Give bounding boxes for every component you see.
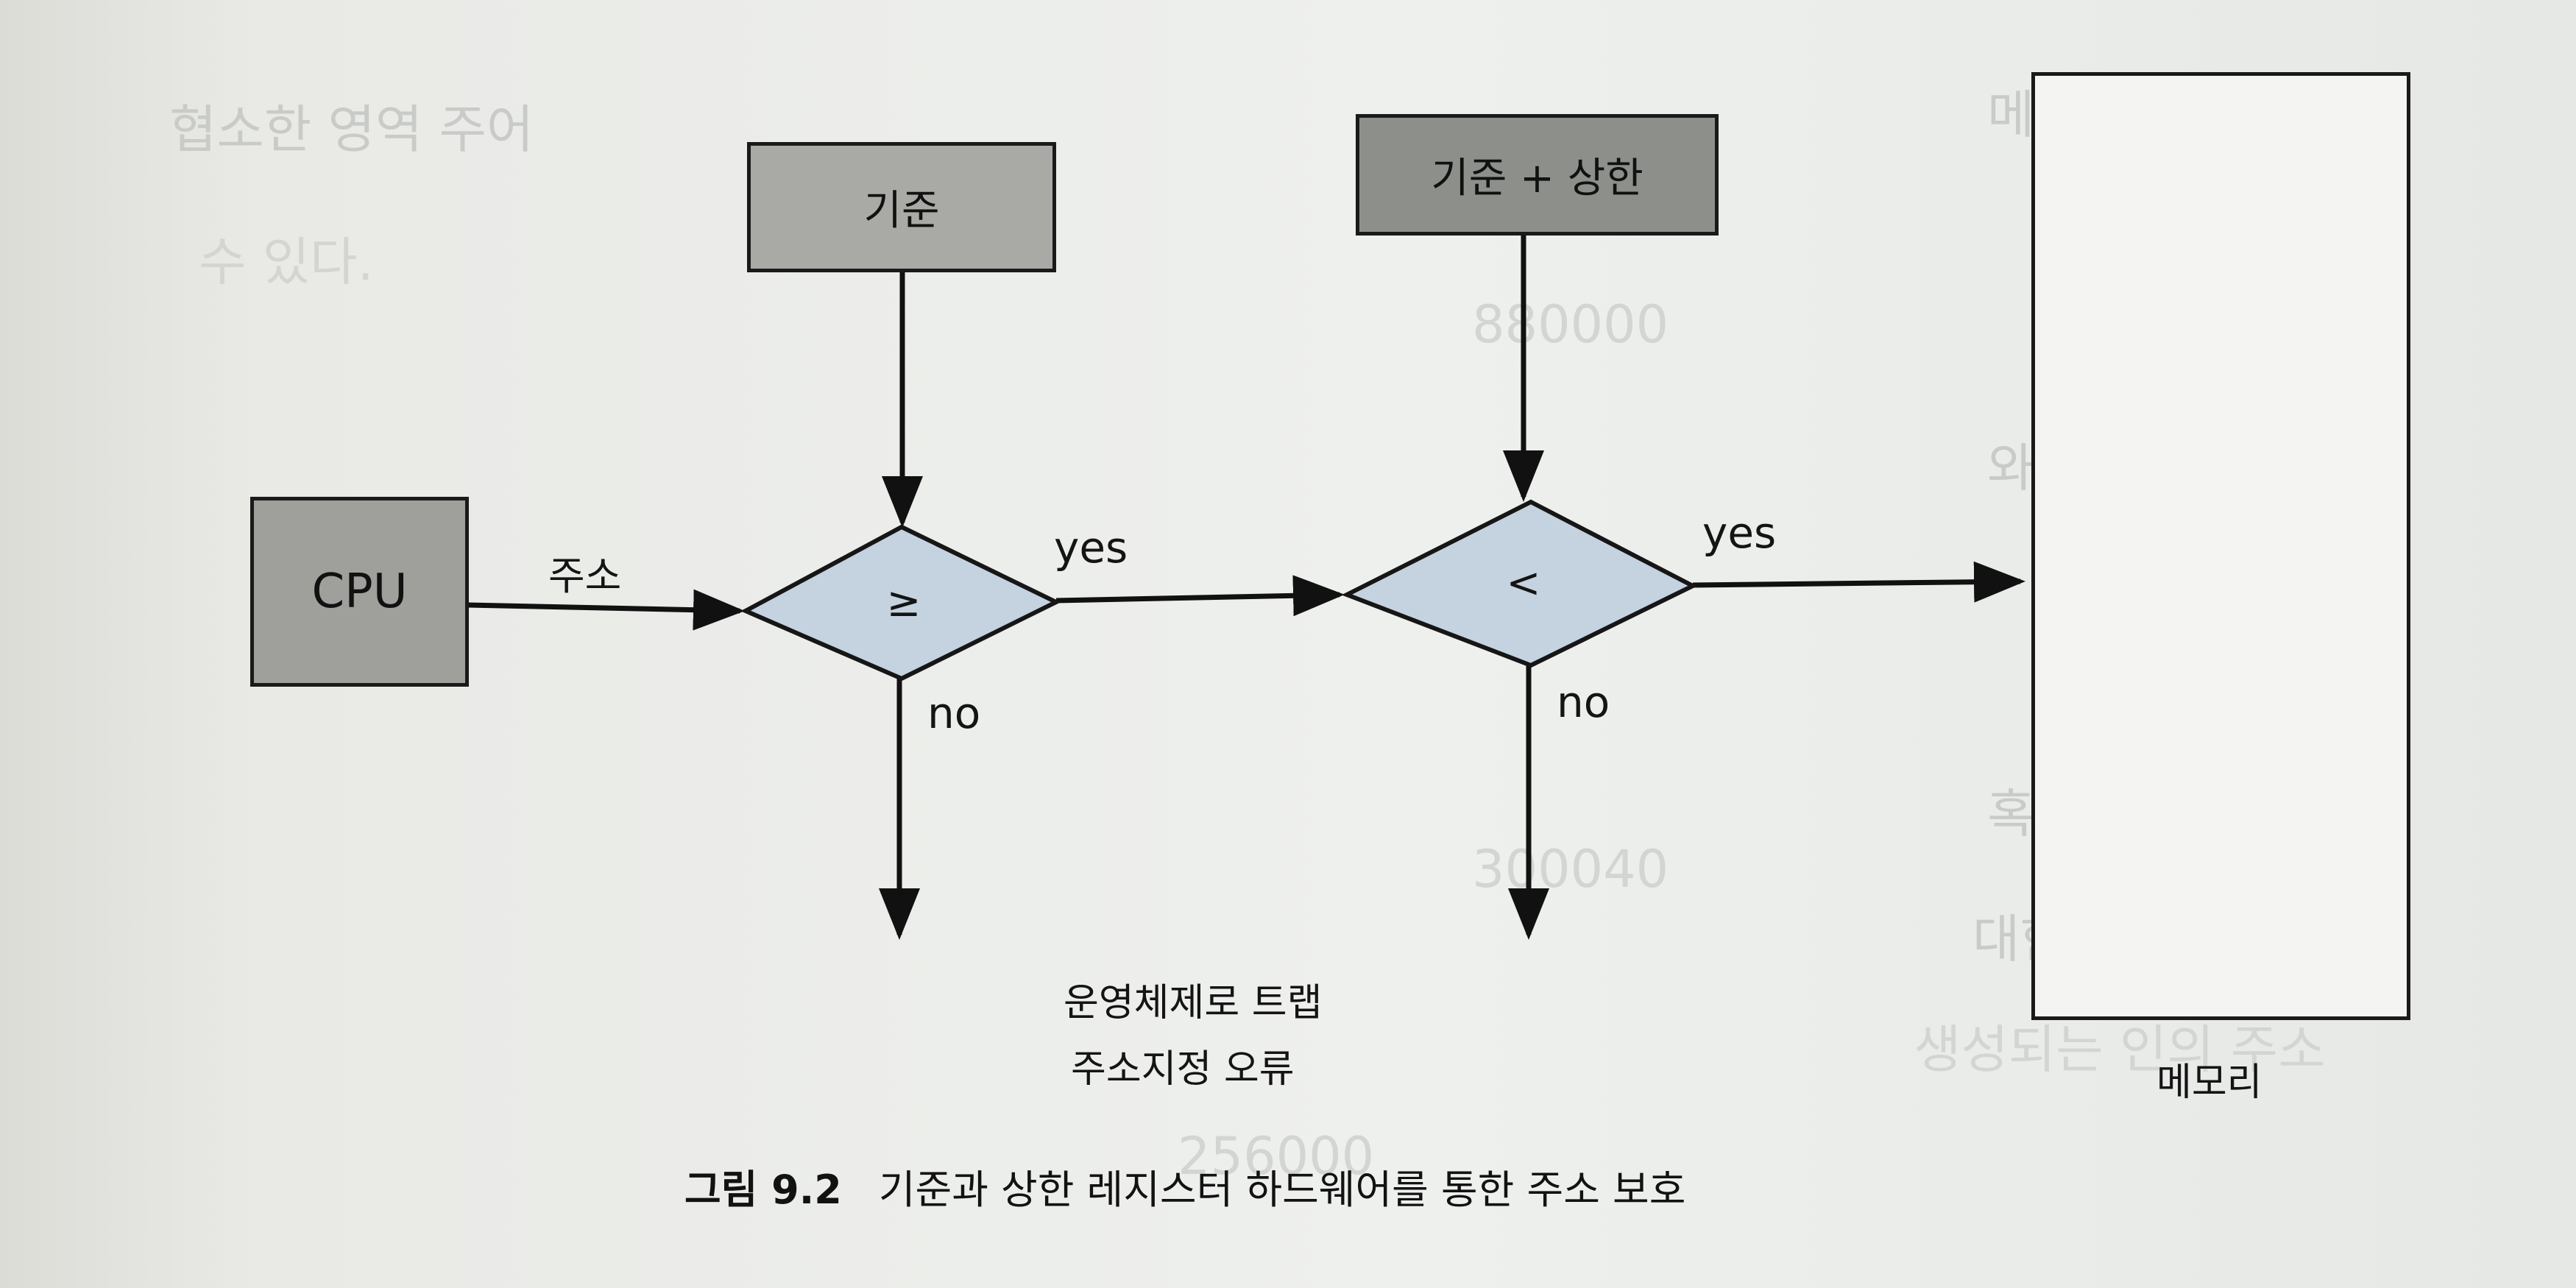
compare-lt-symbol: < [1506, 559, 1541, 607]
cpu-box: CPU [250, 497, 469, 687]
bleed-text: 880000 [1472, 294, 1669, 355]
figure-number: 그림 9.2 [684, 1167, 842, 1213]
no-label-1: no [927, 688, 981, 738]
bleed-text: 생성되는 인의 주소 [1914, 1019, 2326, 1080]
bleed-text: 300040 [1472, 839, 1669, 899]
trap-text-line1: 운영체제로 트랩 [1064, 981, 1323, 1025]
limit-register: 기준 + 상한 [1356, 114, 1719, 236]
memory-label: 메모리 [2156, 1061, 2262, 1105]
memory-box [2031, 72, 2410, 1020]
compare-ge-symbol: ≥ [886, 578, 921, 626]
arrow-compare1-yes [1055, 575, 1345, 617]
compare-lt-diamond [1341, 499, 1698, 668]
address-label: 주소 [548, 553, 622, 599]
bleed-text: 협소한 영역 주어 [169, 99, 534, 160]
yes-label-1: yes [1054, 523, 1128, 573]
figure-caption-text: 기준과 상한 레지스터 하드웨어를 통한 주소 보호 [878, 1167, 1686, 1213]
cpu-label: CPU [311, 565, 408, 619]
no-label-2: no [1557, 677, 1610, 727]
bleed-text: 256000 [1178, 1126, 1375, 1186]
trap-text-line2: 주소지정 오류 [1071, 1047, 1295, 1091]
figure-caption: 그림 9.2 기준과 상한 레지스터 하드웨어를 통한 주소 보호 [684, 1157, 1685, 1215]
base-register-label: 기준 [863, 187, 940, 235]
limit-register-label: 기준 + 상한 [1431, 155, 1643, 202]
compare-ge-diamond [740, 524, 1061, 682]
arrow-cpu-to-compare1 [467, 589, 745, 631]
yes-label-2: yes [1702, 508, 1777, 558]
base-register: 기준 [747, 142, 1056, 272]
arrow-compare2-yes [1692, 561, 2025, 603]
bleed-text: 수 있다. [199, 232, 374, 292]
